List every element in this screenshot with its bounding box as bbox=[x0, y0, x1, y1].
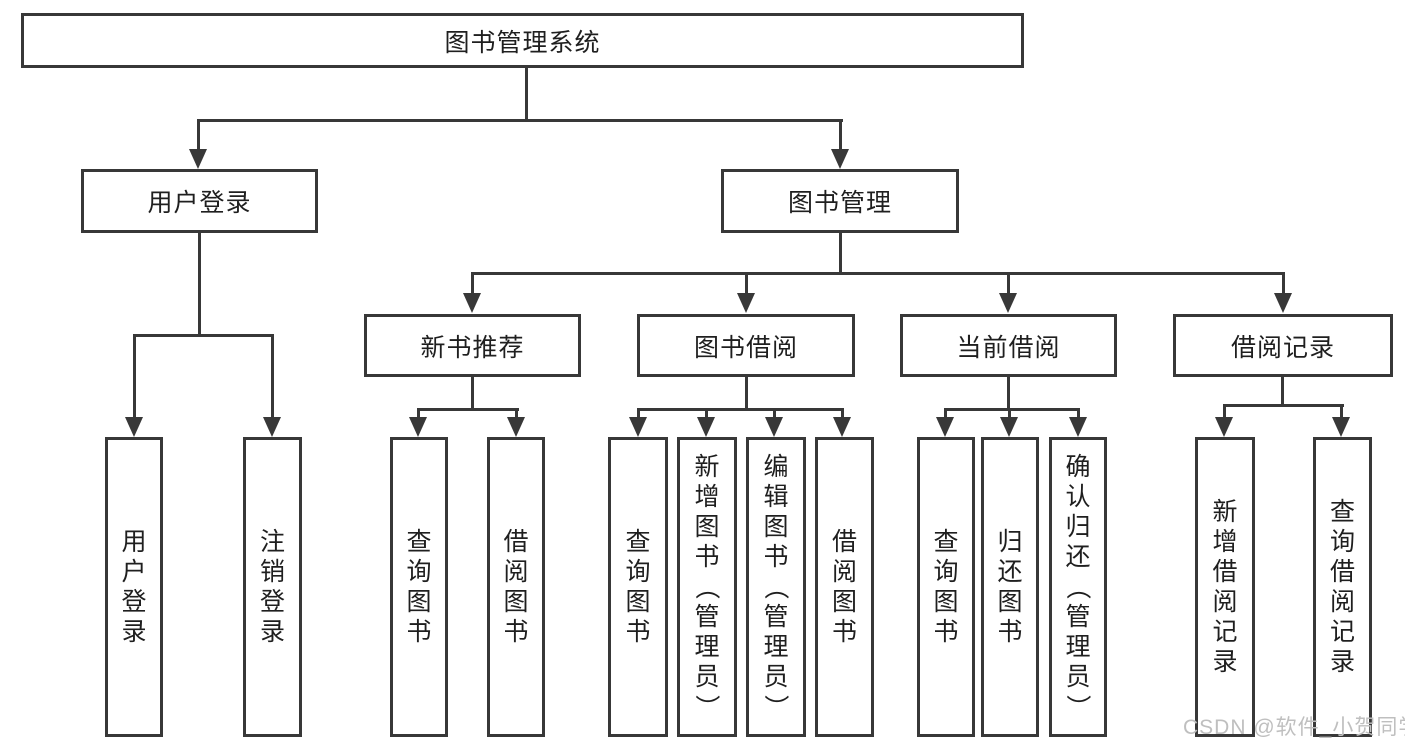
node-label: 借阅记录 bbox=[1230, 333, 1335, 362]
node-label: 编辑图书（管理员） bbox=[761, 453, 790, 720]
node-label: 借阅图书 bbox=[831, 528, 857, 646]
node-user-login: 用户登录 bbox=[81, 169, 318, 233]
leaf-query-borrow-record: 查询借阅记录 bbox=[1313, 437, 1372, 737]
connector-line bbox=[1281, 377, 1284, 406]
arrowhead-down-icon bbox=[263, 417, 281, 437]
node-borrow-records: 借阅记录 bbox=[1173, 314, 1393, 377]
connector-line bbox=[1007, 272, 1010, 295]
arrowhead-down-icon bbox=[1069, 417, 1087, 437]
arrowhead-down-icon bbox=[409, 417, 427, 437]
node-label: 归还图书 bbox=[997, 528, 1023, 646]
node-label: 新增借阅记录 bbox=[1212, 498, 1238, 676]
connector-line bbox=[1282, 272, 1285, 295]
leaf-add-books-admin: 新增图书（管理员） bbox=[677, 437, 737, 737]
arrowhead-down-icon bbox=[189, 149, 207, 169]
node-label: 新书推荐 bbox=[420, 333, 525, 362]
arrowhead-down-icon bbox=[833, 417, 851, 437]
watermark: CSDN @软件_小贺同学 bbox=[1183, 716, 1405, 739]
arrowhead-down-icon bbox=[1215, 417, 1233, 437]
node-label: 用户登录 bbox=[121, 528, 147, 646]
node-label: 新增图书（管理员） bbox=[692, 453, 721, 720]
arrowhead-down-icon bbox=[936, 417, 954, 437]
connector-line bbox=[525, 68, 528, 121]
node-label: 借阅图书 bbox=[503, 528, 529, 646]
node-label: 查询图书 bbox=[933, 528, 959, 646]
connector-line bbox=[1008, 408, 1011, 420]
connector-line bbox=[637, 408, 844, 411]
arrowhead-down-icon bbox=[697, 417, 715, 437]
connector-line bbox=[515, 408, 518, 420]
connector-line bbox=[745, 377, 748, 410]
node-label: 当前借阅 bbox=[956, 333, 1061, 362]
connector-line bbox=[471, 377, 474, 410]
connector-line bbox=[471, 272, 474, 295]
node-label: 查询借阅记录 bbox=[1329, 498, 1355, 676]
arrowhead-down-icon bbox=[1332, 417, 1350, 437]
arrowhead-down-icon bbox=[125, 417, 143, 437]
leaf-confirm-return-admin: 确认归还（管理员） bbox=[1049, 437, 1107, 737]
connector-line bbox=[1077, 408, 1080, 420]
leaf-logout: 注销登录 bbox=[243, 437, 302, 737]
leaf-borrow-books: 借阅图书 bbox=[815, 437, 874, 737]
connector-line bbox=[637, 408, 640, 420]
connector-line bbox=[471, 272, 1285, 275]
node-current-borrow: 当前借阅 bbox=[900, 314, 1117, 377]
connector-line bbox=[705, 408, 708, 420]
connector-line bbox=[1223, 404, 1344, 407]
connector-line bbox=[133, 334, 136, 419]
node-label: 查询图书 bbox=[625, 528, 651, 646]
arrowhead-down-icon bbox=[737, 293, 755, 313]
connector-line bbox=[417, 408, 420, 420]
connector-line bbox=[197, 119, 843, 122]
connector-line bbox=[841, 408, 844, 420]
arrowhead-down-icon bbox=[1274, 293, 1292, 313]
connector-line bbox=[773, 408, 776, 420]
connector-line bbox=[197, 119, 200, 151]
connector-line bbox=[839, 233, 842, 274]
leaf-borrow-books: 借阅图书 bbox=[487, 437, 545, 737]
leaf-query-books: 查询图书 bbox=[608, 437, 668, 737]
arrowhead-down-icon bbox=[1000, 417, 1018, 437]
connector-line bbox=[1340, 404, 1343, 419]
connector-line bbox=[944, 408, 947, 420]
arrowhead-down-icon bbox=[999, 293, 1017, 313]
connector-line bbox=[944, 408, 1080, 411]
connector-line bbox=[1223, 404, 1226, 419]
node-book-borrow: 图书借阅 bbox=[637, 314, 855, 377]
arrowhead-down-icon bbox=[629, 417, 647, 437]
connector-line bbox=[839, 119, 842, 151]
node-label: 用户登录 bbox=[147, 189, 252, 217]
connector-line bbox=[1007, 377, 1010, 410]
connector-line bbox=[417, 408, 519, 411]
node-label: 图书借阅 bbox=[693, 333, 798, 362]
connector-line bbox=[745, 272, 748, 295]
leaf-return-books: 归还图书 bbox=[981, 437, 1039, 737]
node-new-book-recommend: 新书推荐 bbox=[364, 314, 581, 377]
leaf-query-books: 查询图书 bbox=[390, 437, 448, 737]
leaf-edit-books-admin: 编辑图书（管理员） bbox=[746, 437, 806, 737]
arrowhead-down-icon bbox=[463, 293, 481, 313]
node-label: 图书管理 bbox=[787, 189, 892, 217]
arrowhead-down-icon bbox=[507, 417, 525, 437]
leaf-add-borrow-record: 新增借阅记录 bbox=[1195, 437, 1255, 737]
node-label: 确认归还（管理员） bbox=[1063, 453, 1092, 720]
arrowhead-down-icon bbox=[831, 149, 849, 169]
node-book-management: 图书管理 bbox=[721, 169, 959, 233]
connector-line bbox=[271, 334, 274, 419]
node-label: 注销登录 bbox=[259, 528, 285, 646]
arrowhead-down-icon bbox=[765, 417, 783, 437]
node-library-system: 图书管理系统 bbox=[21, 13, 1024, 68]
node-label: 图书管理系统 bbox=[444, 28, 601, 57]
connector-line bbox=[133, 334, 274, 337]
node-label: 查询图书 bbox=[406, 528, 432, 646]
leaf-query-books: 查询图书 bbox=[917, 437, 975, 737]
leaf-user-login: 用户登录 bbox=[105, 437, 163, 737]
connector-line bbox=[198, 233, 201, 336]
